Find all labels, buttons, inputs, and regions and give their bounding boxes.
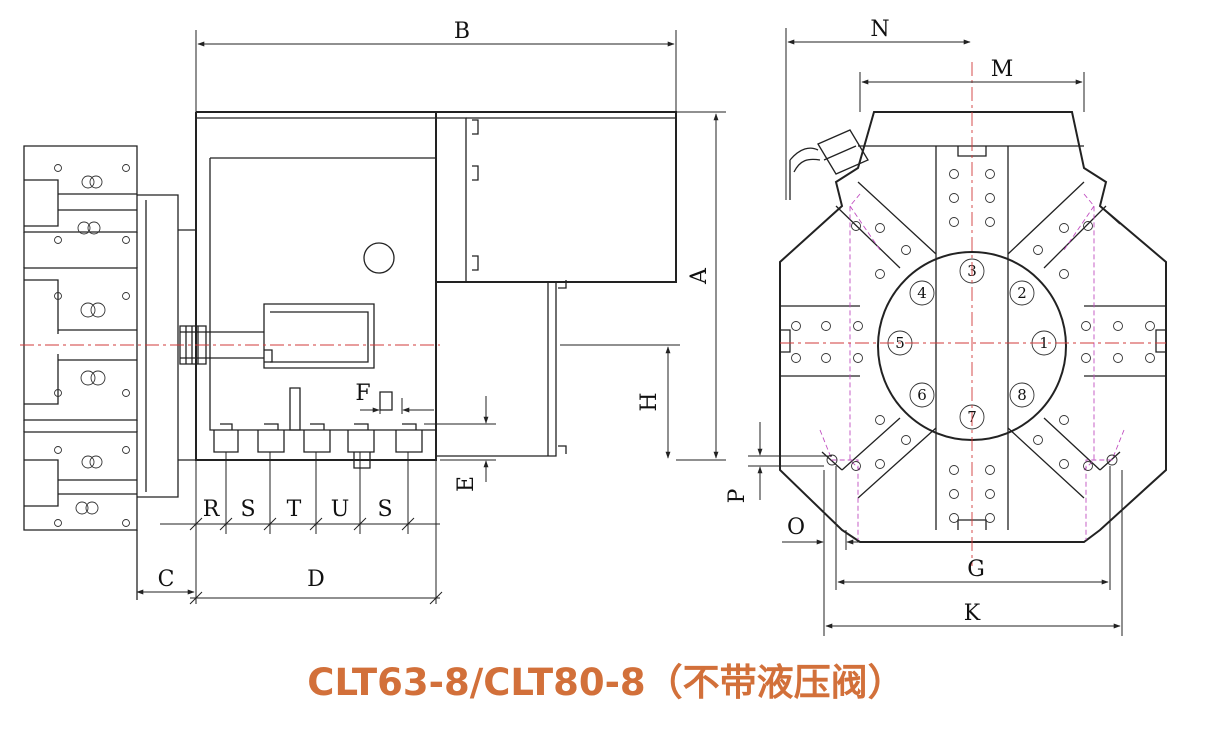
turret-housing (179, 111, 677, 469)
label-n: N (870, 17, 889, 42)
dimension-k: K (825, 470, 1123, 636)
station-label-4: 4 (917, 284, 927, 302)
station-label-6: 6 (917, 386, 927, 404)
turret-technical-drawing: B A H F E (20, 17, 1167, 636)
label-p: P (725, 488, 750, 503)
dimension-e: E (424, 396, 496, 492)
front-view: 1 2 3 4 5 6 7 8 N M P (725, 17, 1167, 636)
label-a: A (687, 267, 712, 285)
dimension-o: O (782, 470, 870, 636)
label-c: C (158, 567, 175, 592)
label-u: U (331, 497, 350, 522)
label-h: H (637, 392, 662, 411)
dimension-c: C (136, 534, 197, 604)
turret-disc-outline (779, 111, 1167, 543)
dimension-n: N (785, 17, 971, 200)
side-view: B A H F E (20, 19, 726, 605)
label-m: M (991, 57, 1014, 82)
dimension-a: A (676, 111, 726, 461)
tool-disc-profile (23, 145, 138, 600)
dimension-m: M (859, 57, 1085, 112)
drawing-caption: CLT63-8/CLT80-8（不带液压阀） (307, 661, 905, 704)
label-t: T (287, 497, 302, 522)
dimension-d: D (189, 460, 443, 605)
dimension-p: P (725, 422, 832, 503)
dimension-h: H (560, 344, 680, 459)
cable-gland (789, 129, 869, 200)
dimension-f: F (355, 381, 434, 414)
label-b: B (454, 19, 470, 44)
bolt-holes (791, 169, 1155, 523)
dimension-b: B (195, 19, 677, 112)
label-d: D (307, 567, 325, 592)
dimension-g: G (835, 466, 1111, 590)
flange-outline (137, 194, 179, 498)
label-e: E (454, 476, 479, 492)
label-g: G (967, 557, 985, 582)
label-r: R (203, 497, 221, 522)
label-k: K (964, 601, 981, 626)
dimension-port-spacing: R S T U S (160, 452, 440, 534)
label-f: F (355, 381, 370, 406)
station-label-8: 8 (1017, 386, 1027, 404)
label-s-2: S (377, 497, 392, 522)
station-label-2: 2 (1017, 284, 1027, 302)
label-o: O (787, 515, 805, 540)
label-s-1: S (240, 497, 255, 522)
